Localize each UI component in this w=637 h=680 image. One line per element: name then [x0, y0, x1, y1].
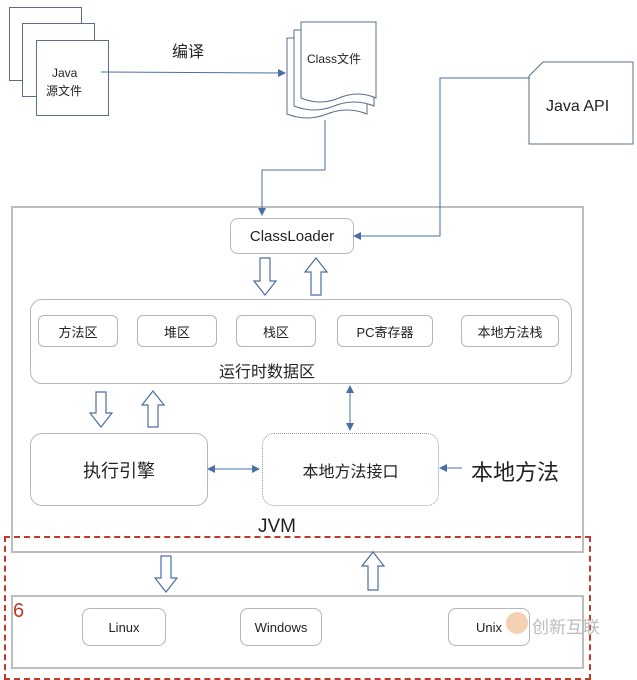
source-page-front — [36, 40, 109, 116]
arrow-api-to-classloader — [353, 77, 530, 240]
class-file-label: Class文件 — [307, 52, 362, 66]
block-arrow-down-2 — [88, 391, 114, 428]
block-arrow-up-2 — [140, 390, 166, 428]
execution-engine-label: 执行引擎 — [83, 460, 155, 481]
os-section-marker: 6 — [13, 600, 25, 622]
compile-label: 编译 — [172, 44, 205, 61]
native-method-label: 本地方法 — [471, 460, 560, 485]
stack-cell: 栈区 — [236, 315, 316, 347]
class-files-shapes — [286, 21, 377, 119]
runtime-data-area-title: 运行时数据区 — [219, 364, 316, 381]
os-linux: Linux — [82, 608, 166, 646]
arrow-source-to-class — [100, 68, 286, 77]
block-arrow-down-3 — [153, 555, 179, 593]
watermark-text: 创新互联 — [532, 618, 600, 637]
java-api-label: Java API — [546, 98, 610, 115]
java-api-shape — [528, 61, 634, 145]
classloader-box: ClassLoader — [230, 218, 354, 254]
execution-engine-box: 执行引擎 — [30, 433, 208, 506]
native-stack-cell: 本地方法栈 — [461, 315, 559, 347]
classloader-label: ClassLoader — [249, 227, 335, 245]
jvm-label: JVM — [258, 516, 296, 537]
block-arrow-up-1 — [303, 257, 329, 296]
source-files-label-line2: 源文件 — [46, 84, 83, 98]
source-files-label-line1: Java — [52, 66, 78, 80]
pc-register-cell: PC寄存器 — [337, 315, 433, 347]
block-arrow-up-3 — [360, 551, 386, 591]
block-arrow-down-1 — [252, 257, 278, 296]
arrow-class-to-classloader — [258, 120, 326, 216]
method-area-cell: 方法区 — [38, 315, 118, 347]
watermark-logo — [506, 612, 528, 634]
native-interface-label: 本地方法接口 — [302, 463, 399, 481]
connectors — [88, 68, 530, 593]
heap-cell: 堆区 — [137, 315, 217, 347]
os-windows: Windows — [240, 608, 322, 646]
native-interface-box: 本地方法接口 — [262, 433, 439, 506]
